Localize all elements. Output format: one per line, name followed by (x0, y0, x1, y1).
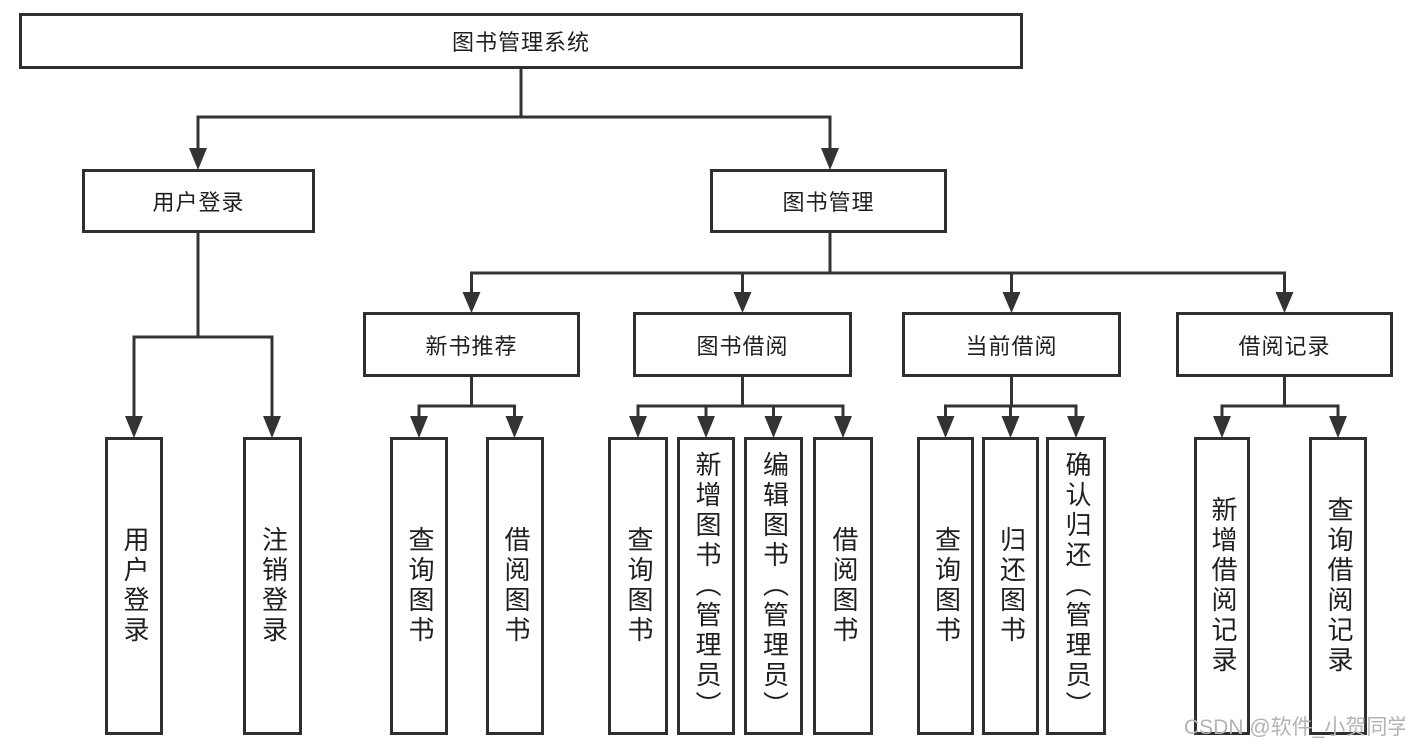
node-label: 图书管理系统 (451, 30, 590, 55)
leaf-records-query-borrow-record: 查询借阅记录 (1309, 437, 1367, 735)
leaf-borrow-edit-books-admin: 编辑图书（管理员） (744, 437, 803, 735)
leaf-label: 查询图书 (931, 526, 962, 646)
node-book-management: 图书管理 (710, 169, 947, 233)
leaf-borrow-add-books-admin: 新增图书（管理员） (677, 437, 735, 735)
leaf-label: 查询借阅记录 (1323, 496, 1354, 676)
leaf-borrow-borrow-books: 借阅图书 (813, 437, 873, 735)
leaf-label: 查询图书 (623, 526, 654, 646)
node-label: 用户登录 (152, 190, 245, 215)
leaf-current-confirm-return-admin: 确认归还（管理员） (1046, 437, 1106, 735)
node-label: 图书管理 (782, 190, 875, 215)
leaf-recommend-borrow-books: 借阅图书 (486, 437, 544, 735)
leaf-label: 编辑图书（管理员） (759, 451, 790, 721)
node-label: 借阅记录 (1238, 333, 1331, 359)
node-library-management-system: 图书管理系统 (19, 13, 1023, 69)
leaf-user-login: 用户登录 (105, 437, 163, 735)
leaf-label: 注销登录 (258, 526, 289, 646)
leaf-current-query-books: 查询图书 (917, 437, 974, 735)
leaf-label: 新增图书（管理员） (691, 451, 722, 721)
node-user-login: 用户登录 (82, 169, 315, 233)
leaf-records-add-borrow-record: 新增借阅记录 (1194, 437, 1250, 735)
node-label: 图书借阅 (696, 333, 789, 359)
node-label: 当前借阅 (965, 333, 1058, 359)
leaf-label: 归还图书 (996, 526, 1027, 646)
leaf-label: 用户登录 (119, 526, 150, 646)
leaf-label: 借阅图书 (500, 526, 531, 646)
node-borrowing-records: 借阅记录 (1176, 312, 1393, 377)
leaf-label: 借阅图书 (828, 526, 859, 646)
leaf-label: 新增借阅记录 (1207, 496, 1238, 676)
leaf-borrow-query-books: 查询图书 (608, 437, 668, 735)
watermark: CSDN @软件_小贺同学 (1184, 716, 1405, 739)
leaf-recommend-query-books: 查询图书 (390, 437, 448, 735)
node-new-book-recommendation: 新书推荐 (363, 312, 580, 377)
node-book-borrowing: 图书借阅 (633, 312, 852, 377)
node-label: 新书推荐 (425, 333, 518, 359)
node-current-borrowing: 当前借阅 (902, 312, 1121, 377)
leaf-logout: 注销登录 (243, 437, 302, 735)
leaf-label: 确认归还（管理员） (1061, 451, 1092, 721)
leaf-label: 查询图书 (404, 526, 435, 646)
leaf-current-return-books: 归还图书 (982, 437, 1039, 735)
